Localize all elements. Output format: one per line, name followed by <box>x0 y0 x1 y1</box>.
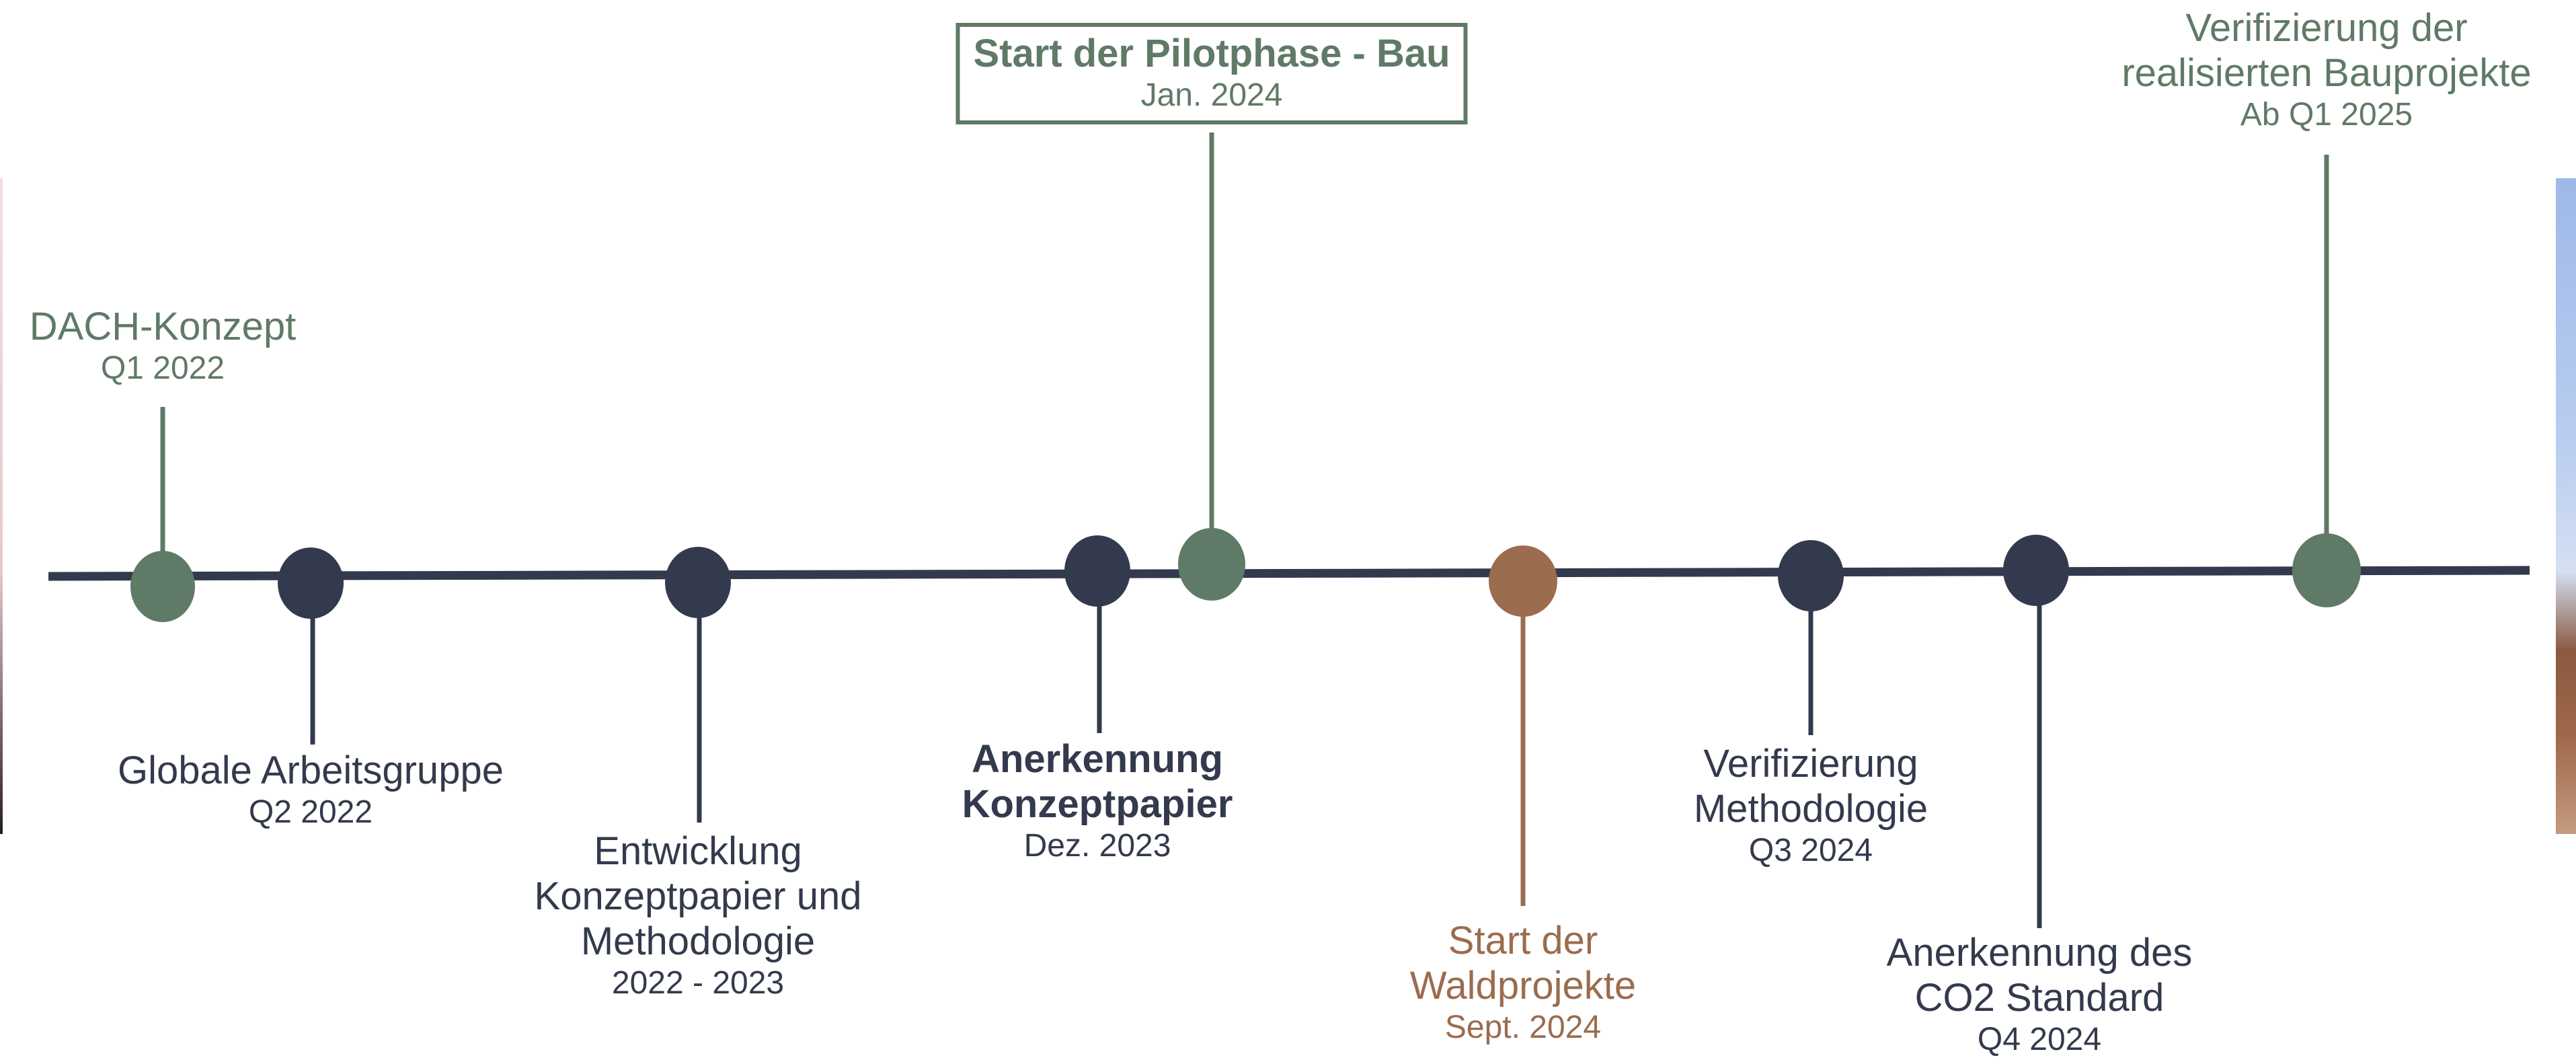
milestone-date: Q3 2024 <box>1748 833 1873 868</box>
milestone-date: Q4 2024 <box>1977 1022 2102 1057</box>
milestone-date: 2022 - 2023 <box>611 965 785 1001</box>
photo-edge-right <box>2556 178 2576 834</box>
milestone-date: Dez. 2023 <box>1023 828 1171 864</box>
milestone-date: Ab Q1 2025 <box>2240 97 2413 132</box>
milestone-title-line: Anerkennung <box>972 737 1223 781</box>
milestone-title-line: Methodologie <box>1693 787 1928 831</box>
milestone-title-line: Anerkennung des <box>1886 931 2193 975</box>
milestone-title-line: Waldprojekte <box>1409 964 1637 1008</box>
milestone-title-line: Start der <box>1448 919 1598 962</box>
milestone-title-line: Start der Pilotphase - Bau <box>973 32 1450 75</box>
milestone-node-anerkennung-konzept <box>1064 535 1130 607</box>
milestone-title-line: Verifizierung der <box>2185 6 2468 50</box>
milestone-title-line: Konzeptpapier und <box>534 874 862 918</box>
milestone-title-line: CO2 Standard <box>1914 976 2164 1020</box>
milestone-node-verifizierung-methodologie <box>1778 540 1844 611</box>
milestone-node-entwicklung <box>665 547 731 618</box>
milestone-date: Jan. 2024 <box>1140 77 1283 113</box>
milestone-title-line: Konzeptpapier <box>962 782 1233 826</box>
milestone-title-line: Entwicklung <box>594 829 802 873</box>
milestone-date: Q2 2022 <box>248 794 373 830</box>
milestone-node-dach <box>130 551 195 622</box>
milestone-node-bauprojekte <box>2292 533 2361 607</box>
milestone-title-line: Methodologie <box>580 919 816 963</box>
timeline-axis <box>48 566 2530 581</box>
milestone-title-line: Verifizierung <box>1703 742 1918 786</box>
milestone-node-pilotphase <box>1178 528 1245 601</box>
milestone-node-co2 <box>2003 535 2069 606</box>
milestone-node-wald <box>1489 545 1557 617</box>
milestone-node-globale <box>278 547 344 619</box>
milestone-date: Sept. 2024 <box>1444 1010 1602 1045</box>
photo-edge-left <box>0 178 3 834</box>
milestone-date: Q1 2022 <box>100 350 225 386</box>
milestone-title-line: realisierten Bauprojekte <box>2121 51 2532 95</box>
milestone-title-line: Globale Arbeitsgruppe <box>118 749 504 792</box>
milestone-title-line: DACH-Konzept <box>29 305 297 348</box>
